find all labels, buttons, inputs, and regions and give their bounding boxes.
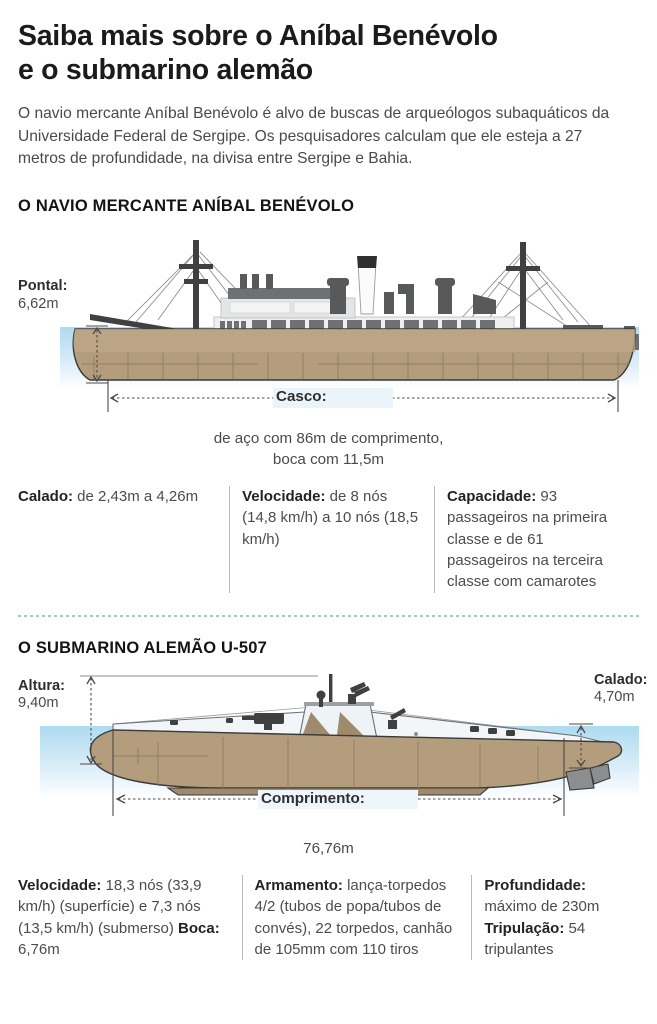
stat-sub-boca-label: Boca: [178, 919, 220, 937]
submarine-periscope [316, 690, 326, 700]
submarine-deck-gun [242, 712, 284, 730]
headline-line-2: e o submarino alemão [18, 53, 313, 86]
submarine-stern-rudder [565, 762, 611, 791]
submarine-aft-gun [388, 707, 406, 729]
section-heading-ship: O NAVIO MERCANTE ANÍBAL BENÉVOLO [18, 197, 355, 216]
stat-calado: Calado: de 2,43m a 4,26m [18, 486, 229, 592]
section-divider [18, 614, 639, 617]
submarine-stats-row: Velocidade: 18,3 nós (33,9 km/h) (superf… [18, 875, 639, 961]
stat-velocidade-label: Velocidade: [242, 488, 326, 506]
ship-window-row-lower [220, 320, 495, 332]
altura-label: Altura: 9,40m [18, 678, 65, 714]
stat-sub-velocidade: Velocidade: 18,3 nós (33,9 km/h) (superf… [18, 875, 242, 960]
casco-label-backing [273, 388, 393, 409]
stat-sub-velocidade-label: Velocidade: [18, 877, 102, 895]
stat-sub-boca-value: 6,76m [18, 941, 60, 958]
stat-velocidade-value: de 8 nós (14,8 km/h) a 10 nós (18,5 km/h… [242, 488, 419, 548]
stat-calado-value: de 2,43m a 4,26m [73, 488, 199, 506]
altura-label-name: Altura: [18, 677, 66, 694]
page-title: Saiba mais sobre o Aníbal Benévolo e o s… [18, 0, 639, 87]
calado-label-value: 4,70m [594, 689, 635, 706]
pontal-label: Pontal: 6,62m [18, 278, 67, 314]
submarine-illustration: Altura: 9,40m Calado: 4,70m Comprimento: [18, 664, 648, 839]
ship-illustration: Pontal: 6,62m Casco: [18, 222, 639, 427]
stat-sub-tripulacao-value: 54 tripulantes [484, 919, 586, 958]
ship-hull [72, 328, 636, 381]
submarine-diagram-svg [40, 673, 639, 816]
headline-line-1: Saiba mais sobre o Aníbal Benévolo [18, 20, 498, 52]
ship-vent-pipes [240, 274, 273, 290]
comprimento-dimension-name: Comprimento: [261, 789, 365, 807]
ship-funnel [357, 256, 377, 315]
stat-sub-armamento: Armamento: lança-torpedos 4/2 (tubos de … [241, 875, 472, 961]
casco-line-2: boca com 11,5m [272, 450, 385, 468]
comprimento-dimension-caption: 76,76m [18, 839, 639, 860]
ship-foremast [179, 240, 213, 333]
intro-paragraph: O navio mercante Aníbal Benévolo é alvo … [18, 105, 610, 168]
stat-sub-profundidade-label: Profundidade: [484, 877, 586, 895]
casco-dimension-caption: de aço com 86m de comprimento, boca com … [18, 429, 639, 470]
stat-calado-label: Calado: [18, 488, 74, 506]
stat-velocidade: Velocidade: de 8 nós (14,8 km/h) a 10 nó… [229, 486, 434, 593]
calado-label: Calado: 4,70m [594, 672, 648, 708]
submarine-deck-fittings [170, 717, 515, 736]
pontal-label-value: 6,62m [18, 295, 59, 312]
casco-line-1: de aço com 86m de comprimento, [213, 430, 444, 448]
calado-dimension [569, 723, 593, 769]
comprimento-value: 76,76m [303, 839, 354, 857]
altura-label-value: 9,40m [18, 695, 59, 712]
stat-sub-velocidade-value: 18,3 nós (33,9 km/h) (superfície) e 7,3 … [18, 877, 202, 937]
ship-rigging [125, 251, 594, 331]
casco-dimension-name: Casco: [276, 388, 327, 406]
pontal-label-name: Pontal: [18, 278, 68, 295]
stat-sub-profundidade-value: máximo de 230m [484, 898, 600, 916]
stat-capacidade-value: 93 passageiros na primeira classe e de 6… [447, 488, 608, 591]
section-heading-submarine: O SUBMARINO ALEMÃO U-507 [18, 638, 267, 657]
stat-sub-armamento-label: Armamento: [254, 877, 343, 895]
calado-label-name: Calado: [594, 671, 648, 688]
ship-diagram-svg [60, 240, 639, 413]
submarine-hatch [414, 731, 418, 736]
comprimento-label-backing [258, 789, 418, 809]
ship-deck-machinery [327, 278, 496, 315]
submarine-hull-sections [113, 736, 539, 788]
altura-dimension [80, 675, 102, 765]
stat-capacidade-label: Capacidade: [447, 488, 537, 506]
stat-sub-armamento-value: lança-torpedos 4/2 (tubos de popa/tubos … [254, 877, 453, 958]
ship-stats-row: Calado: de 2,43m a 4,26m Velocidade: de … [18, 486, 639, 593]
pontal-dimension [86, 325, 108, 384]
ship-hull-plating [82, 353, 630, 380]
stat-capacidade: Capacidade: 93 passageiros na primeira c… [434, 486, 639, 593]
ship-aftmast [506, 242, 540, 335]
submarine-mast [329, 673, 333, 714]
stat-sub-profundidade: Profundidade: máximo de 230m Tripulação:… [471, 875, 639, 961]
stat-sub-tripulacao-label: Tripulação: [484, 919, 565, 937]
submarine-aa-gun [348, 681, 370, 704]
